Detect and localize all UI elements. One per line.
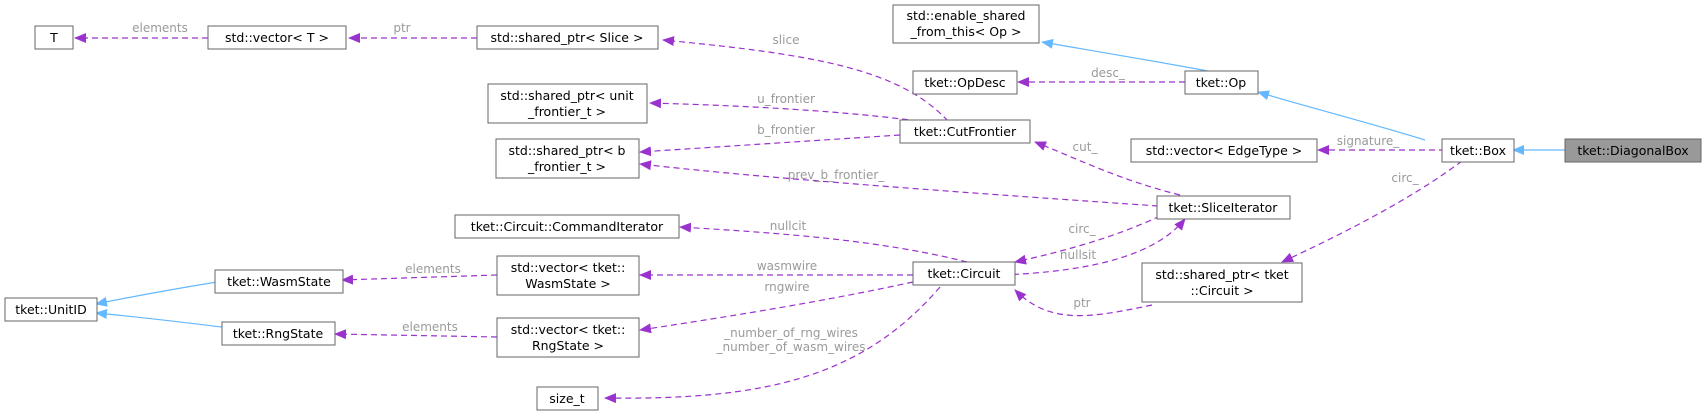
edge-label-size-wires-wasm: _number_of_wasm_wires <box>716 340 866 354</box>
edge-label-ptr-circuit: ptr <box>1073 296 1090 310</box>
node-cutfrontier[interactable]: tket::CutFrontier <box>899 119 1031 144</box>
node-box[interactable]: tket::Box <box>1441 138 1515 163</box>
edge-label-elements-wasm: elements <box>405 262 461 276</box>
node-diagonalbox[interactable]: tket::DiagonalBox <box>1564 138 1702 163</box>
svg-text:_from_this< Op >: _from_this< Op > <box>909 24 1021 39</box>
edge-use-prev-b-frontier: prev_b_frontier_ <box>639 160 1159 207</box>
node-enable-shared[interactable]: std::enable_shared _from_this< Op > <box>892 4 1040 44</box>
node-vector-rngstate[interactable]: std::vector< tket:: RngState > <box>496 317 640 358</box>
svg-text:::Circuit >: ::Circuit > <box>1190 283 1253 298</box>
node-shared-ptr-circuit[interactable]: std::shared_ptr< tket ::Circuit > <box>1141 262 1303 303</box>
edge-use-u-frontier: u_frontier <box>649 92 919 122</box>
node-size-t[interactable]: size_t <box>536 386 599 411</box>
edge-use-b-frontier: b_frontier <box>639 123 901 157</box>
svg-text:tket::Box: tket::Box <box>1450 143 1506 158</box>
edge-use-nullsit: nullsit <box>1002 218 1186 276</box>
edge-use-elements-t: elements <box>74 21 208 43</box>
edge-use-size-wires: _number_of_rng_wires _number_of_wasm_wir… <box>604 286 941 404</box>
edge-label-circ-slice: circ_ <box>1068 222 1096 236</box>
edge-label-desc: desc_ <box>1091 66 1126 80</box>
edge-use-nullcit: nullcit <box>679 219 968 263</box>
svg-text:tket::Op: tket::Op <box>1196 75 1247 90</box>
svg-text:tket::SliceIterator: tket::SliceIterator <box>1169 200 1279 215</box>
edge-inherit-op-enable-shared <box>1041 38 1214 73</box>
node-opdesc[interactable]: tket::OpDesc <box>912 70 1018 95</box>
svg-text:tket::Circuit::CommandIterator: tket::Circuit::CommandIterator <box>471 219 664 234</box>
edge-use-circ-slice: circ_ <box>1014 215 1161 265</box>
svg-text:size_t: size_t <box>549 391 584 406</box>
node-commanditerator[interactable]: tket::Circuit::CommandIterator <box>454 214 680 239</box>
node-wasmstate[interactable]: tket::WasmState <box>214 269 344 294</box>
edge-use-circ-box: circ_ <box>1281 160 1463 263</box>
edge-use-ptr-circuit: ptr <box>1014 289 1153 317</box>
edge-use-desc: desc_ <box>1017 66 1185 87</box>
svg-text:std::vector< EdgeType >: std::vector< EdgeType > <box>1146 143 1302 158</box>
edge-use-rngwire: rngwire <box>639 280 914 334</box>
svg-text:_frontier_t >: _frontier_t > <box>527 104 606 119</box>
edge-inherit-box-op <box>1257 90 1426 141</box>
edge-inherit-rngstate-unitid <box>95 309 223 328</box>
edge-label-size-wires-rng: _number_of_rng_wires <box>723 326 858 340</box>
node-op[interactable]: tket::Op <box>1184 70 1259 95</box>
svg-text:std::shared_ptr< unit: std::shared_ptr< unit <box>500 88 633 103</box>
svg-text:tket::RngState: tket::RngState <box>233 326 324 341</box>
node-vector-t[interactable]: std::vector< T > <box>207 25 347 50</box>
svg-text:RngState >: RngState > <box>532 338 604 353</box>
node-rngstate[interactable]: tket::RngState <box>221 321 336 346</box>
edge-label-u-frontier: u_frontier <box>757 92 815 106</box>
edge-use-signature: signature_ <box>1317 134 1445 155</box>
svg-text:WasmState >: WasmState > <box>525 276 610 291</box>
edge-label-prev-b-frontier: prev_b_frontier_ <box>788 168 886 182</box>
svg-text:tket::CutFrontier: tket::CutFrontier <box>914 124 1017 139</box>
edge-use-slice: slice <box>662 33 949 122</box>
node-shared-ptr-slice[interactable]: std::shared_ptr< Slice > <box>476 25 659 50</box>
edge-label-wasmwire: wasmwire <box>757 259 817 273</box>
edge-label-signature: signature_ <box>1337 134 1401 148</box>
svg-text:std::vector< tket::: std::vector< tket:: <box>511 260 626 275</box>
node-vector-wasmstate[interactable]: std::vector< tket:: WasmState > <box>496 255 640 296</box>
node-shared-ptr-b-frontier[interactable]: std::shared_ptr< b _frontier_t > <box>495 138 640 179</box>
edge-label-nullsit: nullsit <box>1060 248 1096 262</box>
svg-text:tket::WasmState: tket::WasmState <box>227 274 331 289</box>
edge-label-elements-rng: elements <box>402 320 458 334</box>
edge-label-elements-t: elements <box>132 21 188 35</box>
svg-text:_frontier_t >: _frontier_t > <box>527 159 606 174</box>
edge-use-wasmwire: wasmwire <box>639 259 913 280</box>
node-unitid[interactable]: tket::UnitID <box>4 297 98 322</box>
edge-label-nullcit: nullcit <box>770 219 807 233</box>
edge-label-ptr-slice: ptr <box>393 21 410 35</box>
edge-label-rngwire: rngwire <box>764 280 809 294</box>
edge-use-cut: cut_ <box>1034 140 1181 196</box>
edge-use-elements-rng: elements <box>334 320 498 340</box>
node-shared-ptr-unit-frontier[interactable]: std::shared_ptr< unit _frontier_t > <box>487 83 648 124</box>
edge-label-circ-box: circ_ <box>1391 171 1419 185</box>
svg-text:T: T <box>49 30 58 45</box>
svg-text:std::vector< tket::: std::vector< tket:: <box>511 322 626 337</box>
node-vector-edgetype[interactable]: std::vector< EdgeType > <box>1130 138 1318 163</box>
edge-use-ptr-slice: ptr <box>348 21 477 43</box>
node-circuit[interactable]: tket::Circuit <box>912 261 1016 286</box>
svg-text:tket::OpDesc: tket::OpDesc <box>924 75 1005 90</box>
svg-text:tket::Circuit: tket::Circuit <box>928 266 1001 281</box>
svg-text:std::enable_shared: std::enable_shared <box>907 8 1026 23</box>
svg-text:std::shared_ptr< b: std::shared_ptr< b <box>509 143 626 158</box>
svg-text:std::vector< T >: std::vector< T > <box>225 30 329 45</box>
edge-label-cut: cut_ <box>1073 140 1099 154</box>
svg-text:tket::DiagonalBox: tket::DiagonalBox <box>1577 143 1688 158</box>
edge-inherit-wasmstate-unitid <box>95 281 218 307</box>
svg-text:tket::UnitID: tket::UnitID <box>15 302 86 317</box>
edge-use-elements-wasm: elements <box>341 262 498 285</box>
edge-label-slice: slice <box>773 33 800 47</box>
svg-text:std::shared_ptr< tket: std::shared_ptr< tket <box>1155 267 1288 282</box>
node-sliceiterator[interactable]: tket::SliceIterator <box>1156 195 1291 220</box>
node-t[interactable]: T <box>34 25 74 50</box>
svg-text:std::shared_ptr< Slice >: std::shared_ptr< Slice > <box>491 30 644 45</box>
edge-label-b-frontier: b_frontier <box>757 123 815 137</box>
